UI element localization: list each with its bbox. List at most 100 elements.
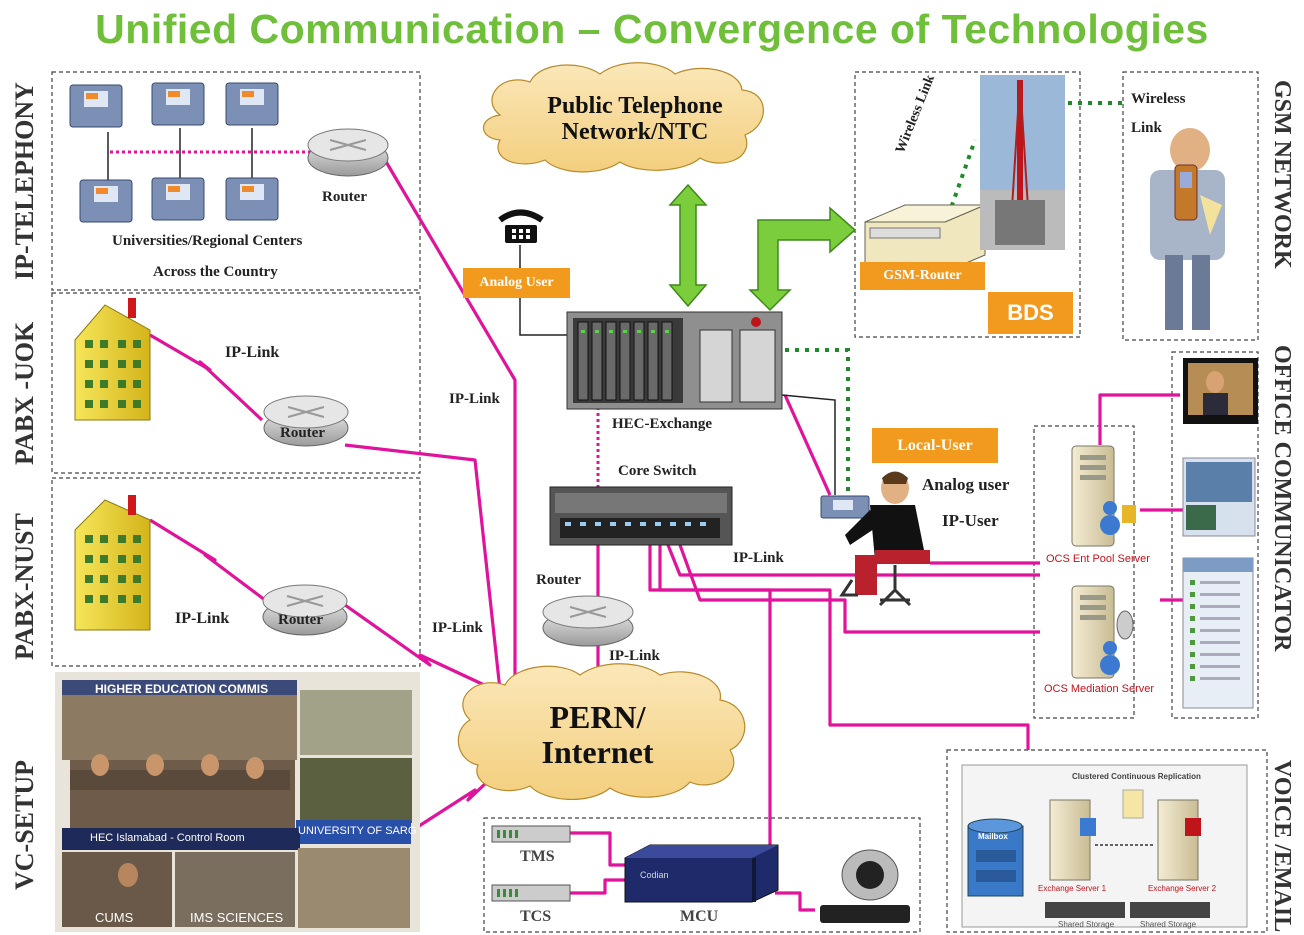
ip-phone-local-icon <box>820 495 870 519</box>
cloud-pstn <box>483 62 764 173</box>
bts-tower <box>980 75 1065 250</box>
frame-wireless <box>1122 71 1259 341</box>
label-ocs-pool: OCS Ent Pool Server <box>1046 553 1150 565</box>
vc-setup-photo-collage <box>55 672 420 932</box>
frame-ocs-screens <box>1171 351 1259 719</box>
diagram-title: Unified Communication – Convergence of T… <box>95 6 1209 52</box>
label-link: Link <box>1131 120 1162 136</box>
email-heading: Clustered Continuous Replication <box>1072 772 1201 781</box>
email-server2: Exchange Server 2 <box>1148 884 1217 893</box>
frame-voice-email <box>946 749 1268 933</box>
badge-gsm-router: GSM-Router <box>860 262 985 290</box>
label-hec-exchange: HEC-Exchange <box>612 416 713 432</box>
frame-pabx-uok <box>51 292 421 474</box>
badge-local-user: Local-User <box>872 428 998 463</box>
label-ip-user: IP-User <box>942 511 999 530</box>
router-icon-uok <box>263 395 349 447</box>
link-core-ocs1 <box>666 544 1040 577</box>
ocs-screen-contacts <box>1182 557 1254 709</box>
link-tms-mcu <box>570 831 630 867</box>
router-icon-nust <box>262 584 348 636</box>
section-label-office-communicator: OFFICE COMMUNICATOR <box>1269 345 1295 652</box>
vc-university-text: UNIVERSITY OF SARG <box>298 825 417 837</box>
label-router-ipt: Router <box>322 189 367 205</box>
badge-bds: BDS <box>988 292 1073 334</box>
label-ip-link-nust: IP-Link <box>175 610 230 627</box>
core-switch <box>549 486 733 546</box>
label-codian: Codian <box>640 870 669 880</box>
label-router-uok: Router <box>280 425 325 441</box>
vc-room-text: HEC Islamabad - Control Room <box>90 832 245 844</box>
mcu-device <box>624 844 779 903</box>
ocs-screen-conversation <box>1182 457 1256 537</box>
router-icon-ipt <box>307 128 389 177</box>
frame-mcu <box>483 817 921 933</box>
pern-line-1: PERN/ <box>549 699 646 735</box>
label-core-switch: Core Switch <box>618 463 697 479</box>
ocs-pool-server-icon <box>1071 445 1136 547</box>
routers <box>262 128 634 647</box>
link-uok-bldg <box>149 333 264 422</box>
link-hec-ipuser <box>783 394 832 496</box>
label-ip-link-right: IP-Link <box>733 550 784 566</box>
link-core-voice <box>658 545 1030 750</box>
vc-cums-text: CUMS <box>95 910 134 925</box>
pern-cloud-label: PERN/ Internet <box>490 699 705 771</box>
arrow-hec-gsm <box>748 206 857 312</box>
email-storage1: Shared Storage <box>1058 920 1115 929</box>
label-tms: TMS <box>520 848 555 865</box>
link-uok-pern <box>344 443 502 691</box>
label-analog-user: Analog user <box>922 475 1010 494</box>
hec-exchange-rack <box>566 311 783 410</box>
router-icon-core <box>542 595 634 647</box>
badge-analog-user: Analog User <box>463 268 570 298</box>
wireless-user-illustration <box>1150 128 1225 330</box>
vc-banner-text: HIGHER EDUCATION COMMIS <box>95 682 269 696</box>
vc-ims-text: IMS SCIENCES <box>190 910 284 925</box>
label-ip-link-left: IP-Link <box>449 391 500 407</box>
ip-phones <box>69 82 279 223</box>
label-router-nust: Router <box>278 612 323 628</box>
ocs-mediation-server-icon <box>1071 585 1134 679</box>
link-mcu-camera <box>775 891 815 912</box>
link-nust-pern <box>344 603 496 692</box>
label-mcu: MCU <box>680 908 719 925</box>
local-user-illustration <box>839 471 930 607</box>
cloud-pern <box>457 663 746 800</box>
label-ip-link-uok: IP-Link <box>225 344 280 361</box>
label-ip-link-pern: IP-Link <box>432 620 483 636</box>
analog-phone-icon <box>498 209 544 243</box>
building-nust <box>74 495 151 631</box>
link-tcs-mcu <box>570 878 630 895</box>
link-hec-local <box>781 394 836 495</box>
link-core-ocs2 <box>678 544 1040 634</box>
frame-pabx-nust <box>51 477 421 667</box>
link-ipt-pern <box>383 159 517 690</box>
label-ocs-mediation: OCS Mediation Server <box>1044 683 1155 695</box>
tcs-device <box>491 884 571 902</box>
label-across-country: Across the Country <box>153 264 278 280</box>
email-storage2: Shared Storage <box>1140 920 1197 929</box>
voice-email-panel <box>961 764 1248 928</box>
link-hec-gsm-dotted <box>785 348 850 495</box>
label-router-core: Router <box>536 572 581 588</box>
pstn-line-2: Network/NTC <box>561 119 709 146</box>
label-tcs: TCS <box>520 908 552 925</box>
email-server1: Exchange Server 1 <box>1038 884 1107 893</box>
frame-gsm <box>854 71 1081 338</box>
label-wireless: Wireless <box>1131 91 1186 107</box>
pern-line-2: Internet <box>541 734 654 771</box>
label-ip-link-core: IP-Link <box>609 648 660 664</box>
email-mailbox: Mailbox <box>978 832 1008 841</box>
link-ocs-monitor <box>1098 393 1180 445</box>
tms-device <box>491 825 571 843</box>
arrow-pstn-hec <box>668 183 708 308</box>
ocs-monitor-video <box>1183 358 1258 424</box>
pstn-line-1: Public Telephone <box>547 93 723 119</box>
section-label-voice-email: VOICE /EMAIL <box>1269 760 1295 933</box>
pstn-cloud-label: Public Telephone Network/NTC <box>515 93 755 146</box>
frame-ocs-servers <box>1033 425 1135 719</box>
frame-ip-telephony <box>51 71 421 291</box>
building-uok <box>74 298 151 421</box>
